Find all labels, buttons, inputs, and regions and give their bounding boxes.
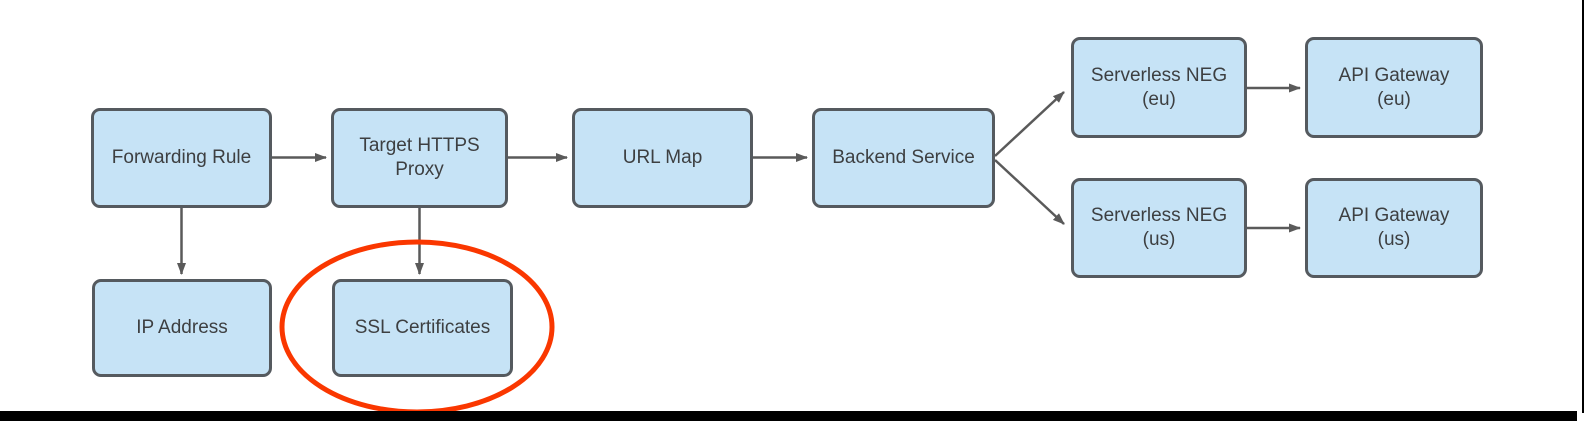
window-edge-right [1582, 0, 1584, 413]
node-serverless-neg-us: Serverless NEG (us) [1071, 178, 1247, 278]
node-api-gateway-us: API Gateway (us) [1305, 178, 1483, 278]
node-label: API Gateway [1338, 205, 1450, 226]
node-target-https-proxy: Target HTTPS Proxy [331, 108, 508, 208]
node-forwarding-rule: Forwarding Rule [91, 108, 272, 208]
node-label: Serverless NEG [1090, 64, 1228, 86]
node-label: (eu) [1377, 88, 1411, 110]
node-ip-address: IP Address [92, 279, 272, 377]
node-label: (eu) [1142, 88, 1176, 110]
node-ssl-certificates: SSL Certificates [332, 279, 513, 377]
edge-backend-service-to-serverless-neg-eu [994, 91, 1065, 157]
node-api-gateway-eu: API Gateway (eu) [1305, 37, 1483, 138]
node-backend-service: Backend Service [812, 108, 995, 208]
node-label: Proxy [395, 159, 444, 180]
node-label: (us) [1377, 229, 1411, 250]
node-label: API Gateway [1338, 64, 1450, 86]
node-label: SSL Certificates [354, 317, 491, 338]
node-serverless-neg-eu: Serverless NEG (eu) [1071, 37, 1247, 138]
node-label: Serverless NEG [1090, 205, 1228, 226]
node-label: URL Map [622, 147, 703, 168]
node-label: (us) [1142, 229, 1176, 250]
node-label: Forwarding Rule [111, 147, 252, 168]
window-edge-bottom [0, 411, 1577, 421]
node-url-map: URL Map [572, 108, 753, 208]
node-label: IP Address [136, 317, 228, 338]
edge-backend-service-to-serverless-neg-us [994, 159, 1065, 225]
node-label: Target HTTPS [359, 135, 480, 156]
node-label: Backend Service [832, 147, 975, 168]
